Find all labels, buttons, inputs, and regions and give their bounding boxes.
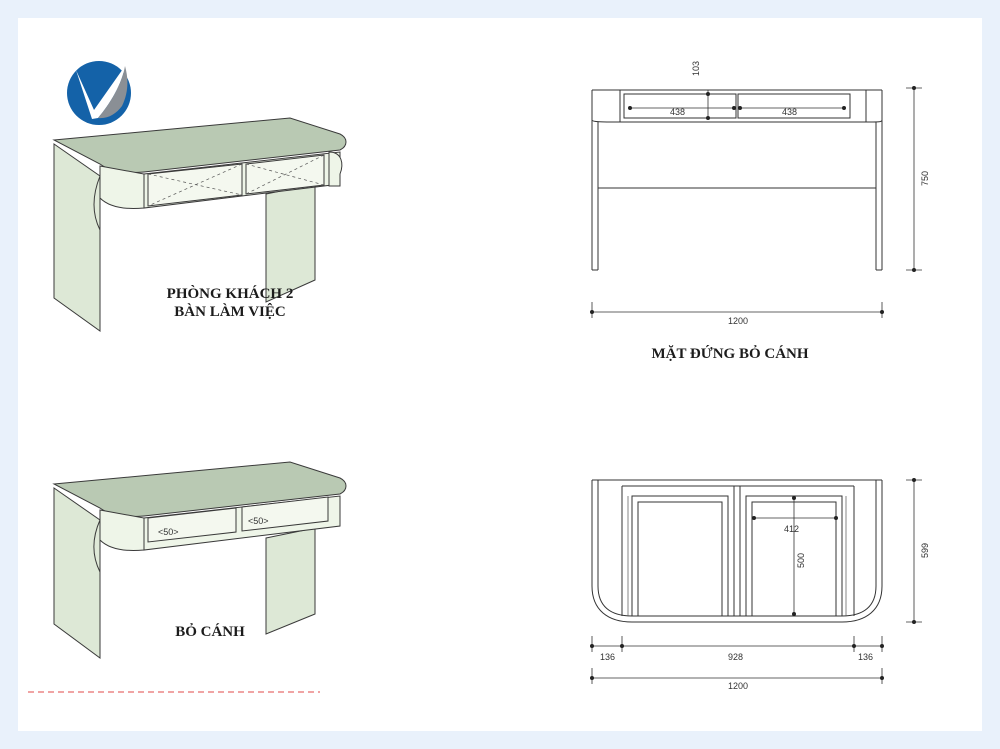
caption-desk: BÀN LÀM VIỆC <box>174 304 286 320</box>
dim-inner-depth: 500 <box>796 553 806 568</box>
dim-drawer-left: 438 <box>670 107 685 117</box>
caption-elevation: MẶT ĐỨNG BỎ CÁNH <box>651 346 809 362</box>
dim-height: 750 <box>920 171 930 186</box>
drawer-label-left: <50> <box>158 527 179 537</box>
desk-3d-view-without-doors <box>52 461 347 659</box>
drawer-label-right: <50> <box>248 516 269 526</box>
dim-drawer-height: 103 <box>691 61 701 76</box>
dim-right: 136 <box>858 652 873 662</box>
drawing-canvas: <50> <50> 438 438 103 750 1200 <box>28 61 930 693</box>
plan-dimensions <box>590 478 922 684</box>
elevation-dimensions <box>590 86 922 318</box>
dim-width: 1200 <box>728 316 748 326</box>
drawing-sheet: <50> <50> 438 438 103 750 1200 <box>18 18 982 731</box>
caption-living-room: PHÒNG KHÁCH 2 <box>166 286 294 302</box>
brand-logo-icon <box>67 61 131 125</box>
dim-inner-width: 412 <box>784 524 799 534</box>
dim-drawer-right: 438 <box>782 107 797 117</box>
dim-middle: 928 <box>728 652 743 662</box>
dim-plan-width: 1200 <box>728 681 748 691</box>
dim-left: 136 <box>600 652 615 662</box>
desk-3d-view-with-doors <box>52 117 347 332</box>
caption-no-doors: BỎ CÁNH <box>175 624 245 640</box>
front-elevation-drawing <box>591 89 883 271</box>
plan-view-drawing <box>591 479 883 623</box>
dim-depth: 599 <box>920 543 930 558</box>
